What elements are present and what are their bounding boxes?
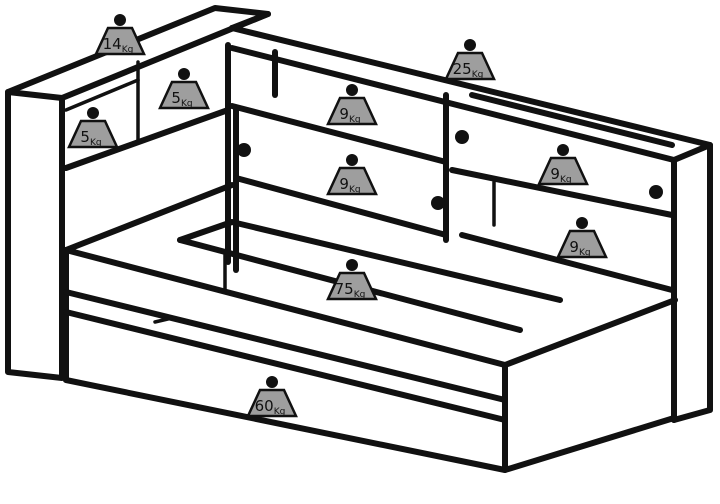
- weight-marker-door-compartment-left: 9Kg: [326, 154, 378, 196]
- weight-label: 60Kg: [255, 397, 286, 417]
- weight-unit: Kg: [354, 290, 366, 300]
- weight-handle-icon: [87, 107, 99, 119]
- weight-value: 75: [335, 280, 354, 298]
- weight-value: 14: [103, 35, 122, 53]
- weight-value: 5: [171, 89, 181, 107]
- weight-icon: [67, 119, 119, 149]
- door-knob: [431, 196, 445, 210]
- weight-marker-upper-left-cubby: 5Kg: [158, 68, 210, 110]
- weight-handle-icon: [346, 259, 358, 271]
- weight-label: 9Kg: [339, 175, 360, 195]
- weight-label: 9Kg: [550, 165, 571, 185]
- weight-icon: [246, 388, 298, 418]
- weight-value: 9: [550, 165, 560, 183]
- weight-marker-door-compartment-right: 9Kg: [537, 144, 589, 186]
- door-knobs: [237, 130, 663, 210]
- weight-value: 9: [569, 238, 579, 256]
- weight-icon: [556, 229, 608, 259]
- weight-unit: Kg: [90, 138, 102, 148]
- weight-icon: [326, 166, 378, 196]
- weight-handle-icon: [178, 68, 190, 80]
- weight-label: 5Kg: [171, 89, 192, 109]
- weight-label: 14Kg: [103, 35, 134, 55]
- weight-value: 60: [255, 397, 274, 415]
- weight-icon: [537, 156, 589, 186]
- weight-value: 9: [339, 105, 349, 123]
- weight-icon: [444, 51, 496, 81]
- weight-unit: Kg: [122, 45, 134, 55]
- trundle: [63, 289, 508, 423]
- weight-label: 5Kg: [80, 128, 101, 148]
- weight-value: 25: [453, 60, 472, 78]
- weight-marker-open-shelf-left: 9Kg: [326, 84, 378, 126]
- weight-marker-top-back-shelf: 25Kg: [444, 39, 496, 81]
- weight-label: 9Kg: [569, 238, 590, 258]
- door-knob: [237, 143, 251, 157]
- back-storage: [229, 49, 713, 423]
- weight-unit: Kg: [472, 70, 484, 80]
- weight-value: 5: [80, 128, 90, 146]
- top-back-shelf: [60, 11, 713, 163]
- weight-marker-lower-left-cubby: 5Kg: [67, 107, 119, 149]
- weight-marker-open-shelf-right: 9Kg: [556, 217, 608, 259]
- weight-handle-icon: [266, 376, 278, 388]
- weight-unit: Kg: [579, 248, 591, 258]
- weight-marker-mattress-deck: 75Kg: [326, 259, 378, 301]
- weight-handle-icon: [464, 39, 476, 51]
- door-knob: [455, 130, 469, 144]
- weight-handle-icon: [346, 154, 358, 166]
- weight-value: 9: [339, 175, 349, 193]
- weight-handle-icon: [576, 217, 588, 229]
- weight-handle-icon: [346, 84, 358, 96]
- weight-label: 9Kg: [339, 105, 360, 125]
- weight-marker-trundle-drawer: 60Kg: [246, 376, 298, 418]
- weight-marker-top-left-shelf: 14Kg: [94, 14, 146, 56]
- weight-unit: Kg: [274, 407, 286, 417]
- weight-icon: [94, 26, 146, 56]
- weight-icon: [326, 271, 378, 301]
- weight-unit: Kg: [349, 115, 361, 125]
- weight-unit: Kg: [349, 185, 361, 195]
- weight-icon: [158, 80, 210, 110]
- weight-label: 25Kg: [453, 60, 484, 80]
- weight-label: 75Kg: [335, 280, 366, 300]
- weight-icon: [326, 96, 378, 126]
- weight-unit: Kg: [560, 175, 572, 185]
- door-knob: [649, 185, 663, 199]
- weight-handle-icon: [557, 144, 569, 156]
- weight-unit: Kg: [181, 99, 193, 109]
- weight-handle-icon: [114, 14, 126, 26]
